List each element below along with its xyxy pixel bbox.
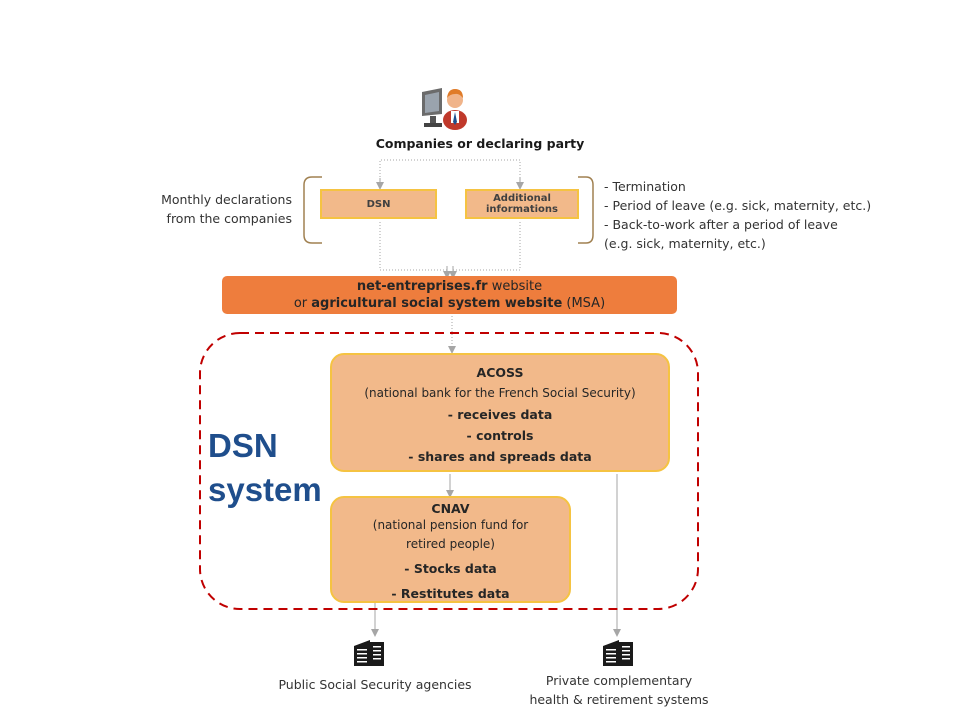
portal-line-1: net-entreprises.fr website — [222, 278, 677, 295]
dsn-box-label: DSN — [366, 198, 391, 210]
dsn-box: DSN — [320, 189, 437, 219]
portal-bar: net-entreprises.fr website or agricultur… — [222, 276, 677, 314]
flow-title-to-inputs — [379, 159, 521, 186]
dsn-system-line: system — [208, 471, 322, 508]
cnav-role: - Restitutes data — [391, 586, 510, 601]
private-systems-line: Private complementary — [545, 673, 693, 688]
cnav-description-line: (national pension fund for — [372, 518, 529, 532]
cnav-description-line: retired people) — [406, 537, 495, 551]
left-bracket — [303, 176, 322, 244]
right-bracket — [578, 176, 594, 244]
dsn-system-boundary — [199, 332, 699, 610]
building-icon — [354, 640, 386, 666]
private-systems-label: Private complementary health & retiremen… — [500, 671, 738, 709]
acoss-role: - shares and spreads data — [408, 449, 592, 464]
portal-suffix: website — [487, 279, 543, 294]
acoss-role: - controls — [466, 428, 534, 443]
portal-name: net-entreprises.fr — [356, 279, 488, 294]
left-note-line: Monthly declarations — [161, 192, 292, 207]
acoss-name: ACOSS — [476, 365, 524, 380]
acoss-box: ACOSS (national bank for the French Soci… — [330, 353, 670, 472]
portal-line-2: or agricultural social system website (M… — [222, 295, 677, 312]
additional-informations-box: Additional informations — [465, 189, 579, 219]
cnav-box: CNAV (national pension fund for retired … — [330, 496, 571, 603]
left-note-line: from the companies — [166, 211, 292, 226]
msa-name: agricultural social system website — [311, 296, 563, 311]
public-agencies-label: Public Social Security agencies — [278, 677, 472, 692]
page-title: Companies or declaring party — [375, 136, 585, 151]
acoss-role: - receives data — [447, 407, 553, 422]
acoss-description: (national bank for the French Social Sec… — [364, 386, 636, 400]
building-icon — [603, 640, 635, 666]
right-note-line: - Period of leave (e.g. sick, maternity,… — [604, 198, 872, 213]
portal-prefix: or — [293, 296, 312, 311]
private-systems-line: health & retirement systems — [529, 692, 709, 707]
right-note: - Termination - Period of leave (e.g. si… — [604, 177, 904, 253]
user-at-computer-icon — [418, 78, 470, 130]
dsn-system-line: DSN — [208, 427, 278, 464]
flow-dsn-to-portal — [379, 222, 447, 271]
cnav-role: - Stocks data — [404, 561, 497, 576]
msa-suffix: (MSA) — [562, 296, 606, 311]
right-note-line: (e.g. sick, maternity, etc.) — [604, 236, 766, 251]
additional-box-label: Additional informations — [485, 193, 559, 215]
right-note-line: - Back-to-work after a period of leave — [604, 217, 838, 232]
cnav-name: CNAV — [431, 501, 470, 516]
flow-additional-to-portal — [453, 222, 521, 271]
right-note-line: - Termination — [604, 179, 686, 194]
dsn-system-label: DSN system — [208, 424, 322, 512]
left-note: Monthly declarations from the companies — [130, 190, 292, 228]
